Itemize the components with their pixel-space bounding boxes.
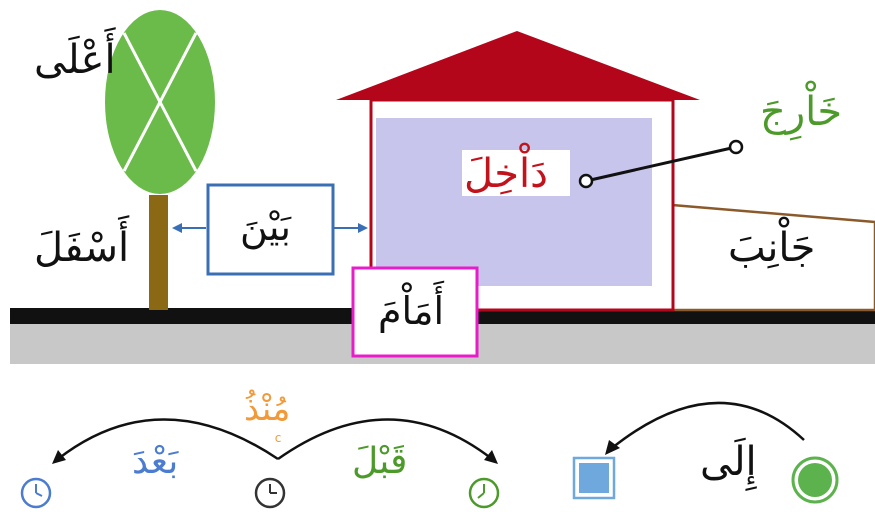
label-beside: جَاْنِبَ — [728, 225, 816, 271]
arc-to-head — [605, 440, 620, 455]
between-box — [206, 183, 335, 276]
label-after: بَعْدَ — [132, 441, 179, 482]
label-outside: خَاْرِجَ — [760, 89, 843, 135]
label-front: أَمَاْمَ — [378, 289, 445, 333]
clock-icon — [254, 477, 286, 509]
since-marker: c — [275, 431, 282, 445]
arc-after-head — [52, 450, 66, 464]
arc-after — [57, 418, 279, 461]
label-above: أَعْلَى — [34, 37, 116, 83]
outside-pointer-line — [585, 145, 737, 183]
pointer-end-dot — [578, 173, 594, 189]
front-box — [351, 266, 479, 358]
inside-label-bg — [462, 150, 570, 196]
house-inside — [376, 118, 652, 286]
circle-dot-icon — [791, 456, 839, 504]
between-arrow-left-head — [172, 223, 182, 233]
clock-icon — [20, 477, 52, 509]
tree-trunk — [149, 195, 168, 310]
between-arrow-right-head — [358, 223, 368, 233]
clock-icon — [468, 477, 500, 509]
label-before: قَبْلَ — [352, 441, 408, 482]
house-roof — [336, 31, 700, 100]
pointer-start-dot — [728, 139, 744, 155]
label-since: مُنْذُ — [244, 389, 291, 429]
square-icon — [572, 456, 616, 500]
arc-to — [611, 401, 805, 449]
arc-before — [277, 418, 493, 461]
label-inside: دَاْخِلَ — [464, 151, 548, 197]
label-between: بَيْنَ — [240, 205, 291, 249]
label-below: أَسْفَلَ — [34, 225, 130, 271]
label-to: إِلَى — [700, 439, 757, 485]
tree-crown — [105, 10, 215, 194]
arc-before-head — [484, 450, 498, 464]
